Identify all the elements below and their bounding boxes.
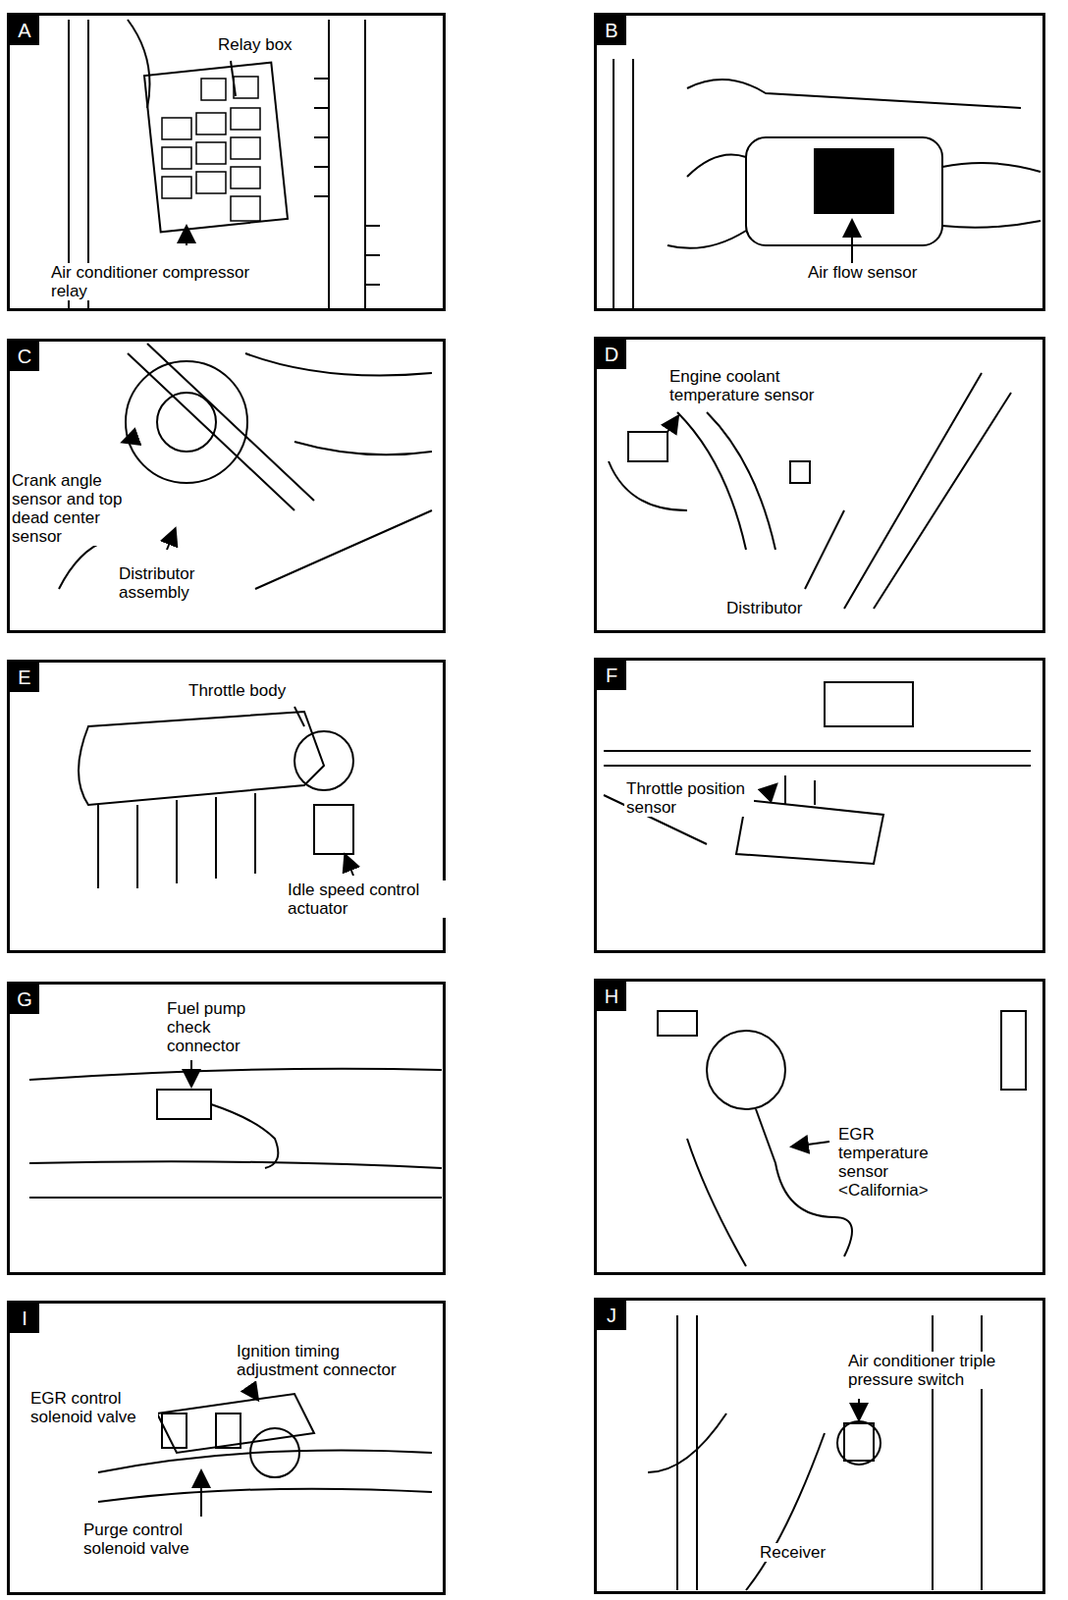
panel-letter: D [596,339,627,370]
part-label: Throttle position sensor [624,779,754,817]
panel-letter: B [596,15,627,46]
panel-letter: I [9,1303,40,1334]
part-label: Distributor [724,598,804,618]
panel-letter: C [9,341,40,372]
part-label: Engine coolant temperature sensor [667,367,837,405]
part-label: Relay box [215,35,295,54]
part-label: Air flow sensor [805,263,919,282]
part-label: Idle speed control actuator [285,880,459,918]
part-label: Crank angle sensor and top dead center s… [9,471,137,546]
part-label: Fuel pump check connector [164,999,266,1056]
part-label: Air conditioner compressor relay [49,263,289,301]
panel-letter: G [9,984,40,1015]
part-label: EGR temperature sensor <California> [836,1124,951,1200]
part-label: Distributor assembly [116,564,221,602]
part-label: EGR control solenoid valve [28,1388,159,1427]
panel-letter: J [596,1300,627,1331]
panel-letter: F [596,660,627,691]
part-label: Throttle body [186,681,288,700]
panel-letter: H [596,981,627,1012]
part-label: Ignition timing adjustment connector [234,1341,422,1380]
part-label: Purge control solenoid valve [81,1520,206,1558]
panel-letter: A [9,15,40,46]
panel-letter: E [9,662,40,693]
part-label: Air conditioner triple pressure switch [846,1351,1033,1389]
figure-panel: H [593,978,1046,1276]
part-label: Receiver [757,1543,828,1562]
